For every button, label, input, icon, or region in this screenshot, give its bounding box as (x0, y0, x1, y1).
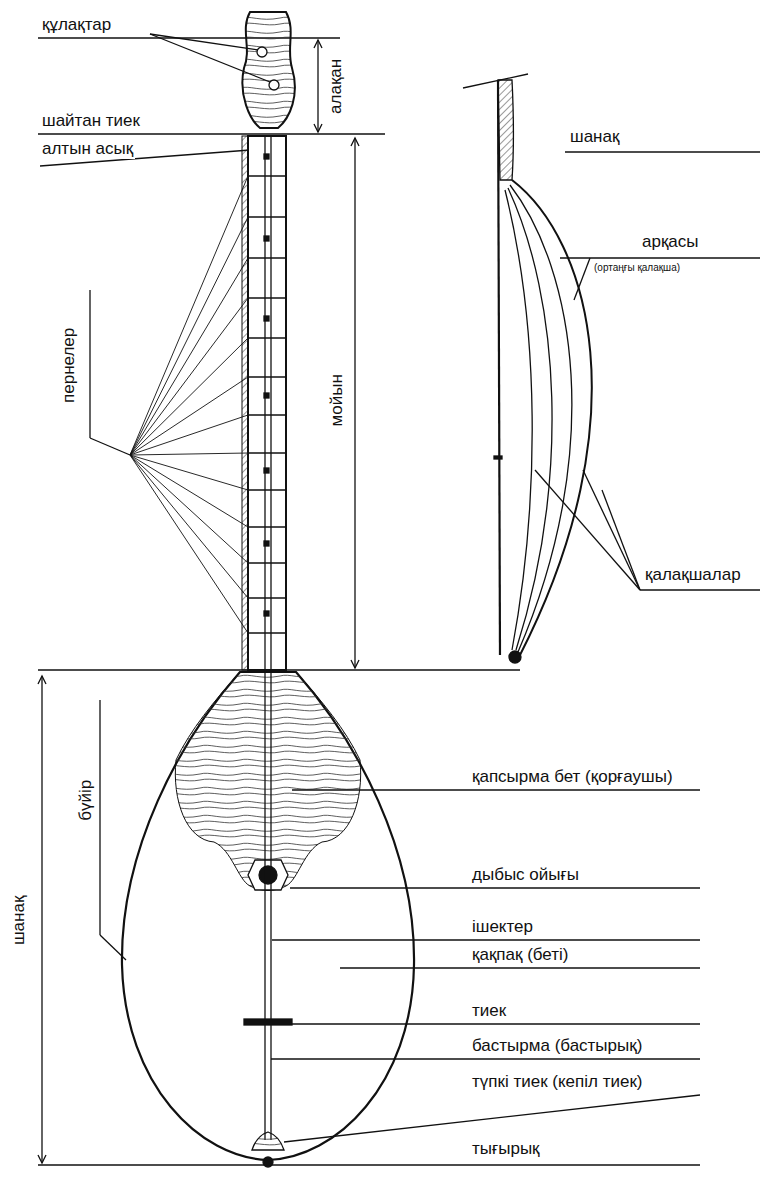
nut-label: шайтан тиек (40, 112, 142, 131)
peg-label: құлақтар (40, 16, 113, 35)
part-label: тиек (470, 1002, 508, 1021)
frets-label: пернелер (61, 325, 80, 404)
part-label: қапсырма бет (қорғаушы) (470, 768, 675, 787)
part-label: қақпақ (беті) (470, 946, 570, 965)
dimension-label: шанақ (11, 893, 30, 946)
part-label: арқасы (640, 233, 701, 252)
part-label: қалақшалар (643, 566, 743, 585)
part-label: бүйір (77, 778, 96, 823)
part-label: тығырық (470, 1140, 542, 1159)
dimension-label: мойын (328, 372, 347, 428)
dimension-label: алақан (328, 56, 347, 115)
part-label: бастырма (бастырық) (470, 1037, 644, 1056)
part-label: түпкі тиек (кепіл тиек) (470, 1073, 645, 1092)
part-label: шанақ (568, 128, 621, 147)
part-label: ішектер (470, 918, 535, 937)
part-label: дыбыс ойығы (470, 866, 581, 885)
part-label: (ортаңғы қалақша) (592, 262, 682, 273)
part-label: алтын асық (40, 140, 135, 159)
